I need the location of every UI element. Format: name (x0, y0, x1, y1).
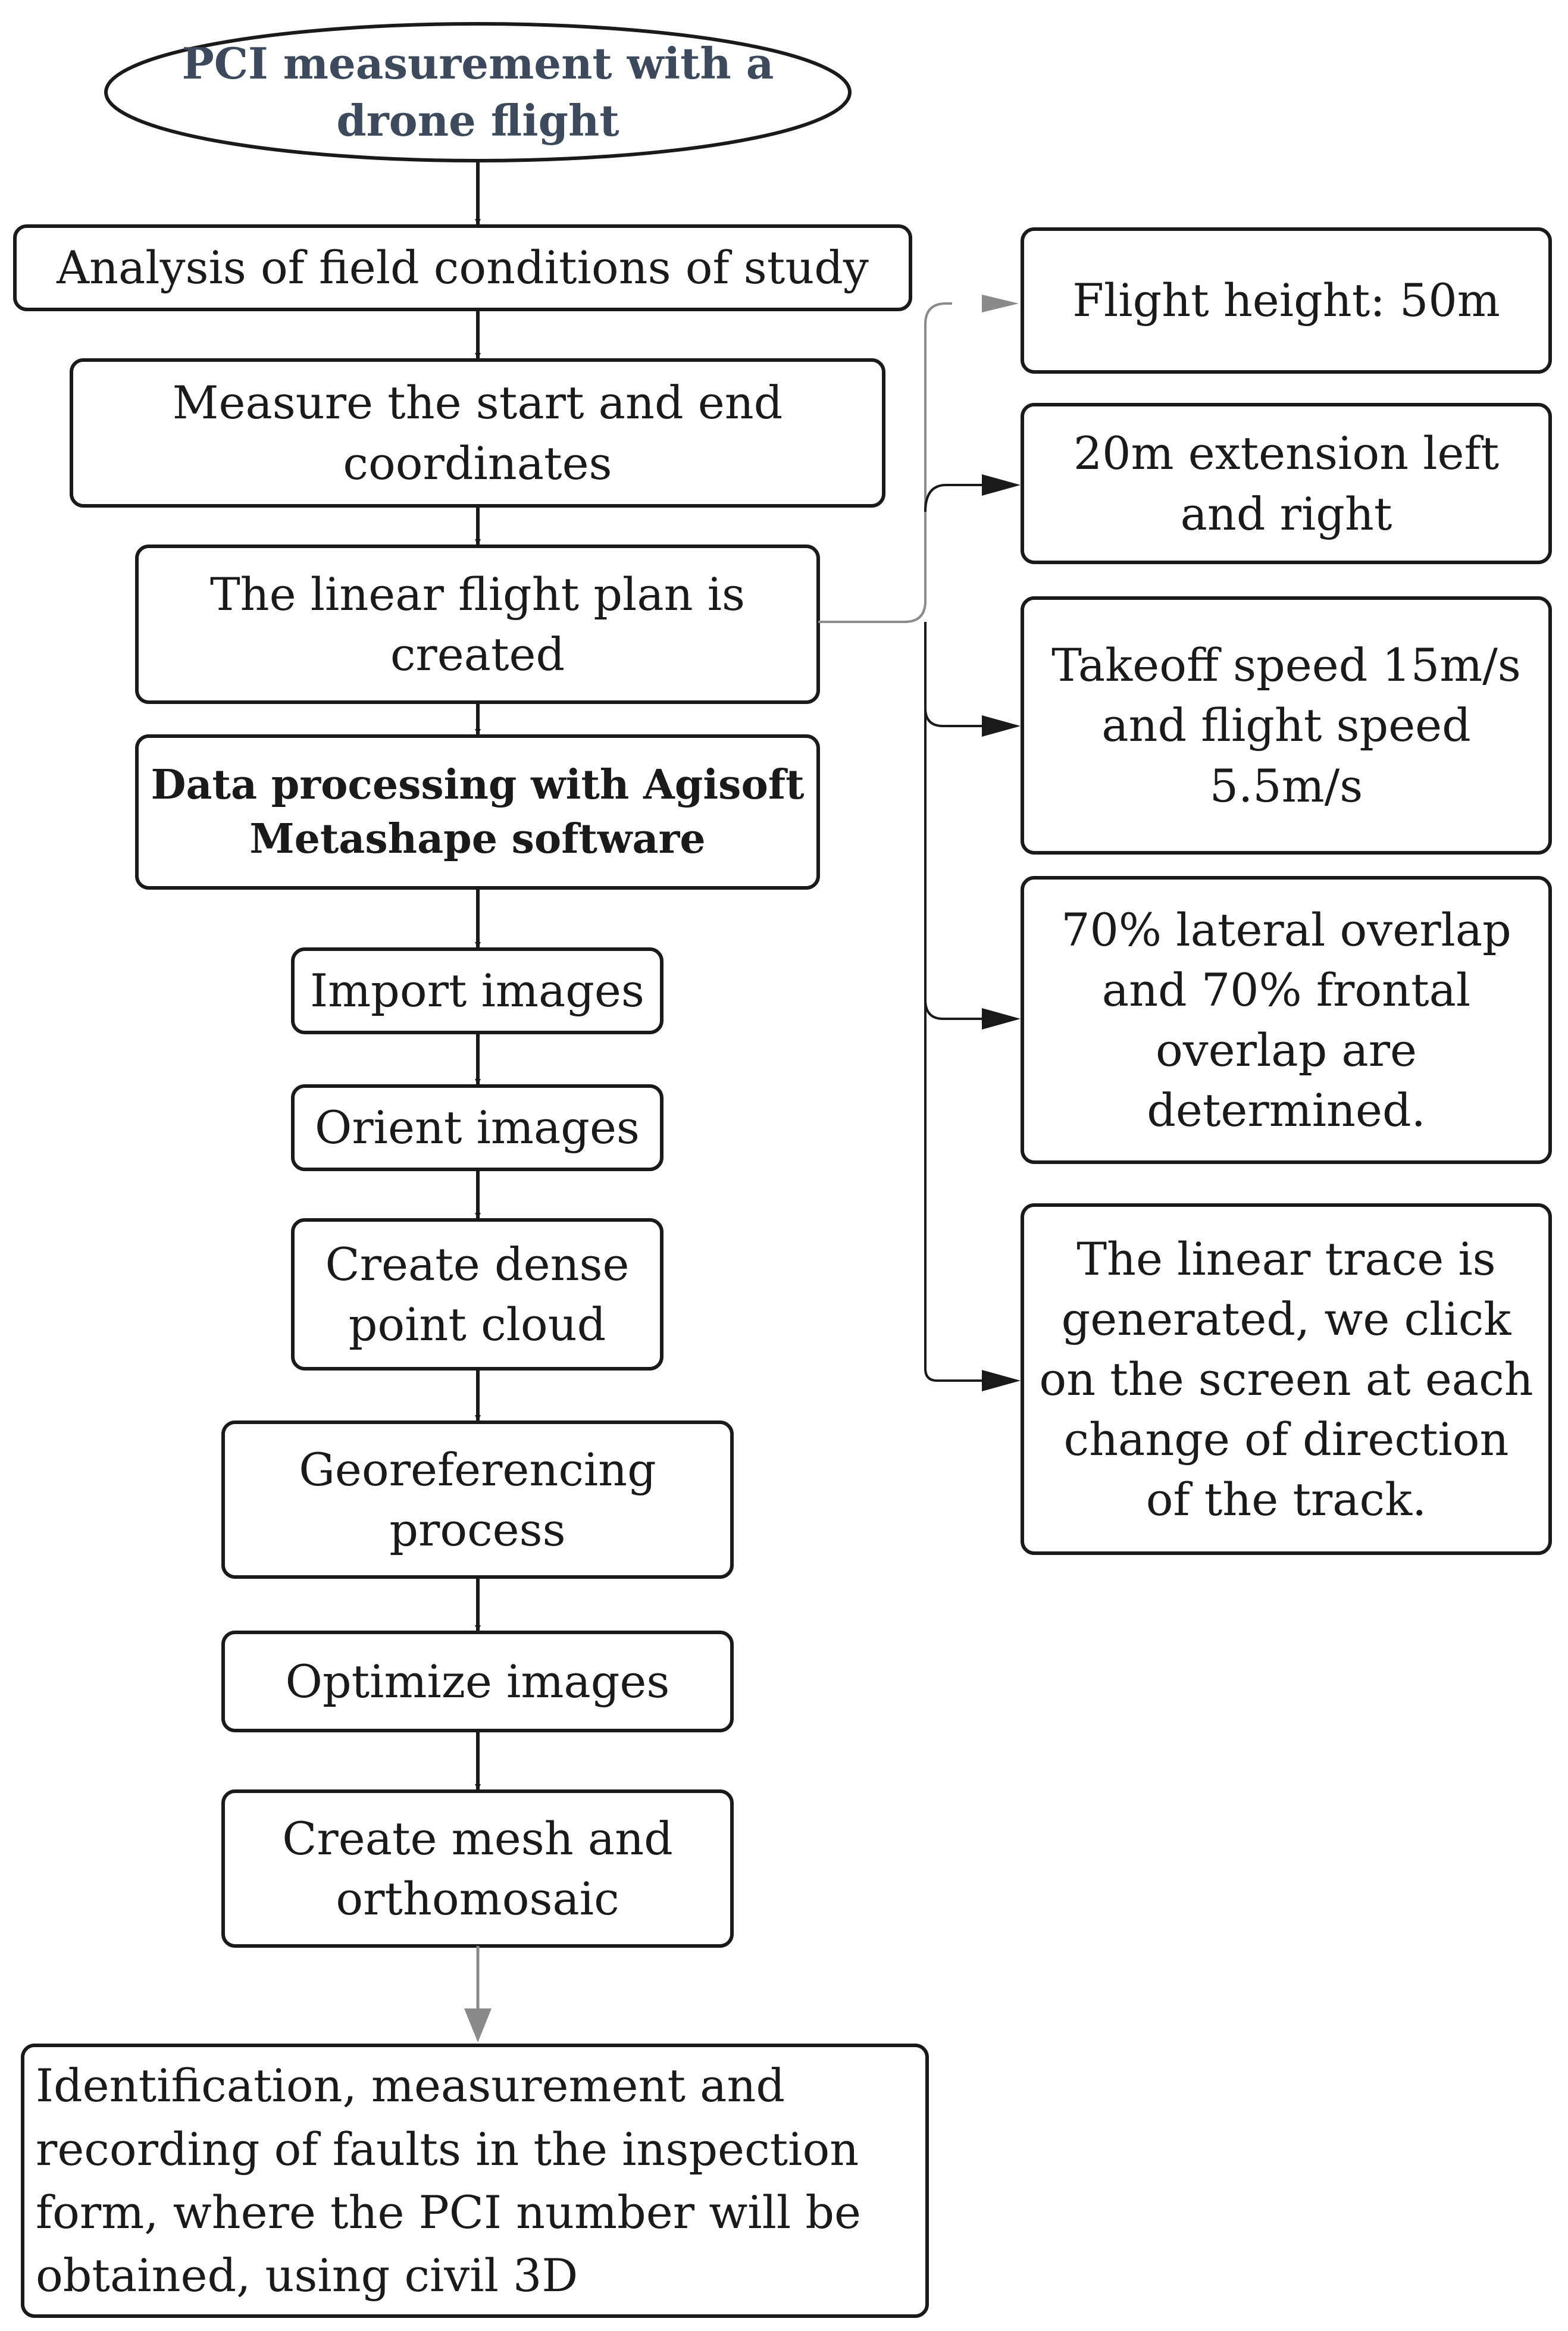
step-mesh-label: Create mesh and orthomosaic (282, 1811, 673, 1925)
branch-speed (924, 708, 982, 727)
branch-connector (818, 302, 952, 623)
param-speed-label: Takeoff speed 15m/s and flight speed 5.5… (1051, 639, 1521, 812)
param-trace-label: The linear trace is generated, we click … (1039, 1232, 1533, 1526)
step-import-label: Import images (310, 964, 644, 1018)
branch-trunk-lower (924, 622, 982, 1382)
arrowhead-extension (982, 474, 1021, 496)
branch-extension (924, 484, 982, 512)
arrowhead-height (982, 295, 1019, 312)
step-optimize-label: Optimize images (285, 1654, 670, 1708)
box-trace (1021, 1203, 1552, 1555)
step-flightplan-label: The linear flight plan is created (209, 567, 746, 681)
arrow-mesh-final-head (464, 2008, 492, 2042)
arrowhead-trace (982, 1370, 1021, 1391)
box-height (1021, 227, 1552, 374)
branch-overlap (924, 999, 982, 1020)
param-overlap-label: 70% lateral overlap and 70% frontal over… (1061, 903, 1511, 1137)
step-orient-label: Orient images (315, 1101, 640, 1154)
step-measure-label: Measure the start and end coordinates (172, 376, 783, 490)
start-label: PCI measurement with a drone flight (181, 38, 774, 146)
step-analysis-label: Analysis of field conditions of study (57, 241, 869, 295)
param-height-label: Flight height: 50m (1072, 274, 1500, 327)
arrowhead-overlap (982, 1008, 1021, 1030)
param-extension-label: 20m extension left and right (1073, 427, 1500, 540)
box-final (21, 2044, 929, 2318)
step-processing-label: Data processing with Agisoft Metashape s… (151, 761, 805, 863)
box-extension (1021, 403, 1552, 564)
step-final-label: Identification, measurement and recordin… (36, 2059, 861, 2302)
arrowhead-speed (982, 715, 1021, 737)
box-speed (1021, 596, 1552, 855)
box-overlap (1021, 876, 1552, 1164)
step-georef-label: Georeferencing process (299, 1443, 656, 1556)
box-analysis (13, 224, 912, 311)
step-dense-label: Create dense point cloud (325, 1237, 630, 1351)
